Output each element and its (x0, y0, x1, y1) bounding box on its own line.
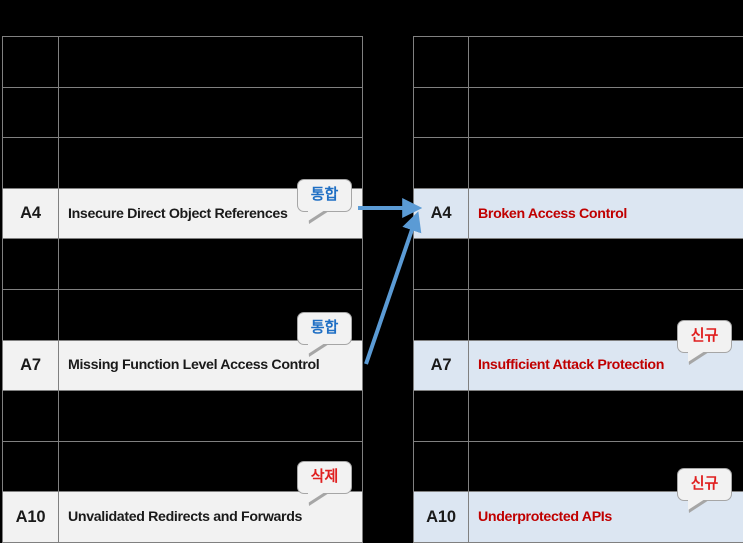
callout-tail-icon (688, 352, 709, 365)
row-id (3, 37, 59, 88)
row-id (3, 289, 59, 340)
callout-right-a7: 신규 (677, 320, 732, 353)
row-title (469, 391, 743, 442)
arrow-a7-to-a4 (366, 218, 416, 364)
table-row (414, 138, 743, 189)
table-row (414, 239, 743, 290)
row-title (469, 37, 743, 88)
row-id: A7 (414, 340, 469, 391)
row-title (59, 239, 363, 290)
row-title: Broken Access Control (469, 188, 743, 239)
row-id: A4 (3, 188, 59, 239)
table-row (3, 391, 363, 442)
row-id (3, 87, 59, 138)
row-id: A10 (414, 492, 469, 543)
callout-left-a4: 통합 (297, 179, 352, 212)
row-id (3, 391, 59, 442)
table-row (414, 87, 743, 138)
row-id: A4 (414, 188, 469, 239)
callout-left-a10: 삭제 (297, 461, 352, 494)
callout-left-a7: 통합 (297, 312, 352, 345)
row-title (469, 138, 743, 189)
callout-label: 통합 (311, 319, 339, 336)
row-id (414, 138, 469, 189)
row-id: A10 (3, 492, 59, 543)
row-id (414, 289, 469, 340)
callout-label: 통합 (311, 186, 339, 203)
row-id: A7 (3, 340, 59, 391)
row-id (414, 391, 469, 442)
row-id (414, 239, 469, 290)
callout-tail-icon (688, 500, 709, 513)
row-id (414, 87, 469, 138)
callout-right-a10: 신규 (677, 468, 732, 501)
row-id (3, 441, 59, 492)
table-row (3, 87, 363, 138)
table-row (3, 239, 363, 290)
row-title (469, 239, 743, 290)
callout-tail-icon (308, 493, 329, 506)
row-id (3, 239, 59, 290)
row-id (414, 37, 469, 88)
callout-tail-icon (308, 211, 329, 224)
row-title (59, 37, 363, 88)
callout-tail-icon (308, 344, 329, 357)
row-id (414, 441, 469, 492)
row-title (469, 87, 743, 138)
table-row (414, 37, 743, 88)
row-title (59, 391, 363, 442)
callout-label: 삭제 (311, 468, 339, 485)
table-row (414, 391, 743, 442)
table-row (3, 37, 363, 88)
row-title (59, 87, 363, 138)
callout-label: 신규 (691, 327, 719, 344)
right-comparison-table: A4 Broken Access Control A7 Insufficient… (413, 36, 743, 543)
table-row-a4: A4 Broken Access Control (414, 188, 743, 239)
callout-label: 신규 (691, 475, 719, 492)
row-id (3, 138, 59, 189)
